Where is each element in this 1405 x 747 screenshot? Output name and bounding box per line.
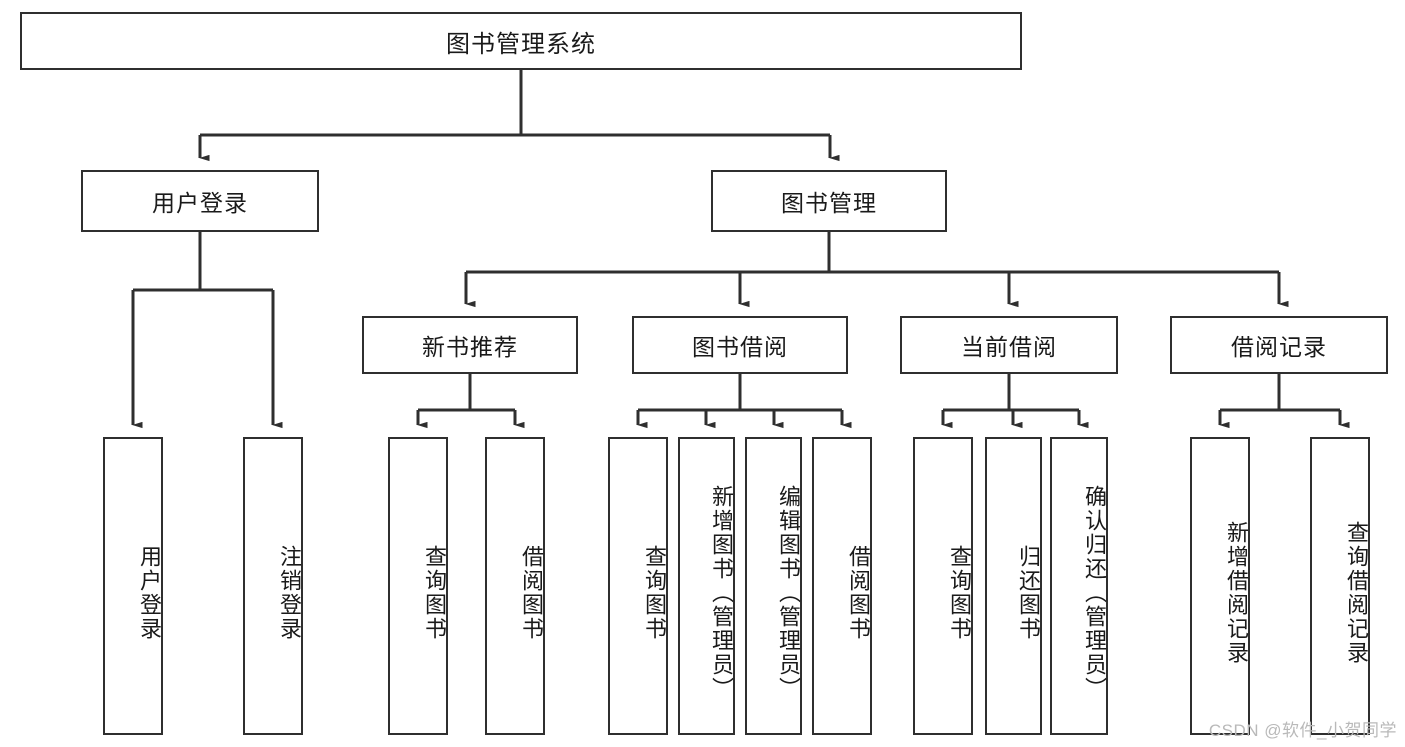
watermark: CSDN @软件_小贺同学 [1208, 721, 1397, 740]
node-label: 当前借阅 [961, 334, 1057, 360]
node-label: 归还图书 [1016, 545, 1041, 641]
node-label: 确认归还（管理员） [1082, 485, 1107, 701]
node-root-system[interactable]: 图书管理系统 [20, 12, 1022, 70]
node-label: 借阅记录 [1231, 334, 1327, 360]
node-label: 查询图书 [642, 545, 667, 641]
leaf-new-book-borrow[interactable]: 借阅图书 [485, 437, 545, 735]
node-label: 注销登录 [277, 545, 302, 641]
node-label: 借阅图书 [519, 545, 544, 641]
leaf-borrow-edit-book-admin[interactable]: 编辑图书（管理员） [745, 437, 802, 735]
leaf-current-confirm-return-admin[interactable]: 确认归还（管理员） [1050, 437, 1108, 735]
node-label: 用户登录 [152, 190, 248, 216]
leaf-current-return-book[interactable]: 归还图书 [985, 437, 1042, 735]
node-label: 借阅图书 [846, 545, 871, 641]
node-borrow-record[interactable]: 借阅记录 [1170, 316, 1388, 374]
leaf-borrow-borrow-book[interactable]: 借阅图书 [812, 437, 872, 735]
leaf-user-login-login[interactable]: 用户登录 [103, 437, 163, 735]
node-book-management[interactable]: 图书管理 [711, 170, 947, 232]
node-label: 图书借阅 [692, 334, 788, 360]
node-user-login[interactable]: 用户登录 [81, 170, 319, 232]
node-label: 查询图书 [422, 545, 447, 641]
node-label: 查询借阅记录 [1344, 521, 1369, 665]
leaf-current-query-book[interactable]: 查询图书 [913, 437, 973, 735]
node-label: 用户登录 [137, 545, 162, 641]
node-label: 查询图书 [947, 545, 972, 641]
node-book-borrow[interactable]: 图书借阅 [632, 316, 848, 374]
leaf-new-book-query[interactable]: 查询图书 [388, 437, 448, 735]
node-label: 图书管理系统 [446, 30, 596, 58]
node-label: 新增图书（管理员） [709, 485, 734, 701]
leaf-borrow-add-book-admin[interactable]: 新增图书（管理员） [678, 437, 735, 735]
leaf-record-add-record[interactable]: 新增借阅记录 [1190, 437, 1250, 735]
leaf-borrow-query-book[interactable]: 查询图书 [608, 437, 668, 735]
node-label: 编辑图书（管理员） [776, 485, 801, 701]
leaf-user-login-logout[interactable]: 注销登录 [243, 437, 303, 735]
node-current-borrow[interactable]: 当前借阅 [900, 316, 1118, 374]
leaf-record-query-record[interactable]: 查询借阅记录 [1310, 437, 1370, 735]
node-new-book-recommend[interactable]: 新书推荐 [362, 316, 578, 374]
node-label: 新书推荐 [422, 334, 518, 360]
node-label: 新增借阅记录 [1224, 521, 1249, 665]
node-label: 图书管理 [781, 190, 877, 216]
